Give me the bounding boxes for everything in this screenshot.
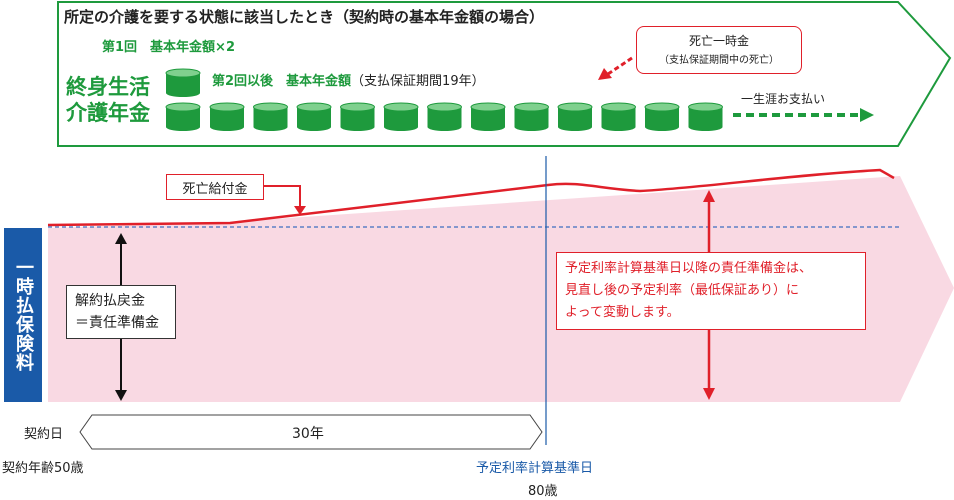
period-arrow	[79, 414, 543, 450]
reserve-area	[48, 176, 954, 402]
premium-bar: 一時払保険料	[4, 228, 42, 402]
death-lump-note: （支払保証期間中の死亡）	[659, 55, 779, 66]
surrender-box: 解約払戻金 ＝責任準備金	[66, 285, 176, 339]
reserve-note-box: 予定利率計算基準日以降の責任準備金は、 見直し後の予定利率（最低保証あり）に よ…	[556, 252, 866, 330]
later-payment-can	[253, 102, 288, 131]
premium-label: 一時払保険料	[13, 258, 34, 372]
condition-text: 所定の介護を要する状態に該当したとき（契約時の基本年金額の場合）	[64, 8, 545, 26]
base-date-label: 予定利率計算基準日	[476, 461, 594, 476]
later-payment-can	[557, 102, 593, 131]
first-payment-label: 第1回 基本年金額×2	[102, 40, 235, 55]
surrender-line2: ＝責任準備金	[75, 315, 159, 331]
later-payments-text: 第2回以後 基本年金額	[212, 74, 352, 89]
pension-payments	[165, 68, 723, 131]
pension-name-line2: 介護年金	[66, 101, 150, 125]
later-payments-label: 第2回以後 基本年金額（支払保証期間19年）	[212, 70, 485, 89]
death-benefit-line	[47, 168, 895, 227]
later-payment-can	[296, 102, 332, 131]
death-lump-callout: 死亡一時金 （支払保証期間中の死亡）	[636, 26, 802, 74]
surrender-line1: 解約払戻金	[75, 293, 145, 309]
later-payment-can	[514, 102, 549, 131]
death-benefit-callout-head	[294, 206, 306, 215]
death-benefit-box: 死亡給付金	[166, 174, 264, 200]
later-payment-can	[644, 102, 680, 131]
reserve-note-line2: 見直し後の予定利率（最低保証あり）に	[565, 283, 800, 298]
later-payment-can	[688, 102, 723, 131]
later-payment-can	[427, 102, 462, 131]
later-payment-can	[601, 102, 636, 131]
first-payment-can-bottom	[165, 102, 201, 131]
contract-age-label: 契約年齢50歳	[2, 461, 84, 476]
death-lump-pointer	[607, 56, 633, 76]
pension-name-line1: 終身生活	[66, 75, 150, 99]
later-payments-note: （支払保証期間19年）	[351, 74, 485, 89]
later-payment-can	[340, 102, 375, 131]
surrender-arrow-head-bottom	[115, 390, 127, 401]
lifetime-arrow-head	[860, 108, 874, 122]
later-payment-can	[470, 102, 506, 131]
variable-reserve-arrow-head-top	[703, 190, 715, 202]
variable-reserve-arrow-head-bottom	[703, 388, 715, 400]
surrender-arrow-head-top	[115, 233, 127, 244]
base-age-label: 80歳	[528, 484, 558, 499]
pension-name: 終身生活 介護年金	[66, 74, 150, 126]
death-lump-title: 死亡一時金	[688, 34, 749, 48]
later-payment-can	[209, 102, 245, 131]
reserve-note-line3: よって変動します。	[565, 305, 680, 320]
contract-day-label: 契約日	[24, 427, 64, 442]
death-lump-pointer-head	[598, 68, 612, 80]
first-payment-can-top	[165, 68, 201, 97]
lifetime-label: 一生涯お支払い	[741, 92, 826, 106]
period-label: 30年	[292, 426, 324, 442]
reserve-note-line1: 予定利率計算基準日以降の責任準備金は、	[565, 261, 813, 276]
later-payment-can	[383, 102, 419, 131]
death-benefit-callout-line	[264, 185, 301, 208]
